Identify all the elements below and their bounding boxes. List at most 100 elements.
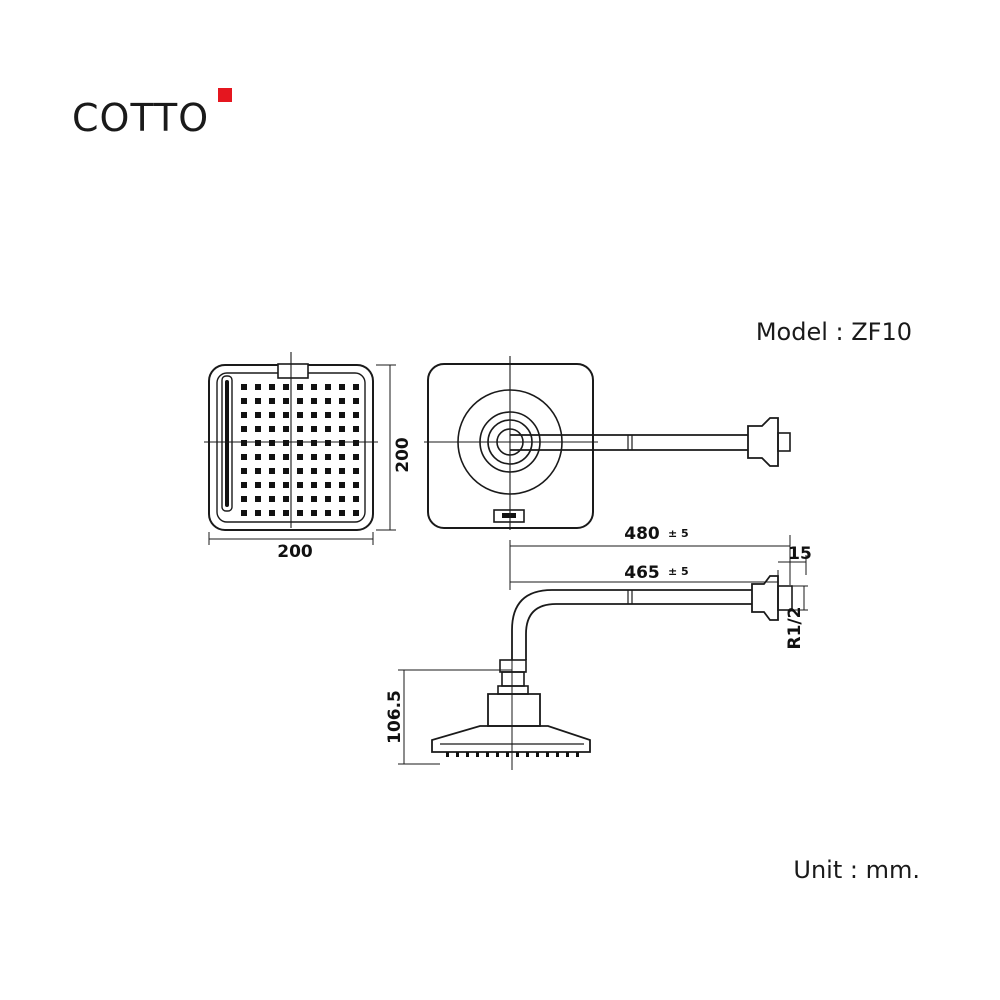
nozzle [283, 398, 289, 404]
nozzle [297, 426, 303, 432]
jet [576, 752, 579, 757]
nozzle [339, 496, 345, 502]
jet [456, 752, 459, 757]
cotto-logo: COTTO [72, 88, 232, 140]
side-jets [446, 752, 579, 757]
nozzle [339, 510, 345, 516]
nozzle [255, 412, 261, 418]
dimension-flange: 15 [778, 544, 812, 575]
nozzle [241, 482, 247, 488]
nozzle [339, 398, 345, 404]
jet [466, 752, 469, 757]
dimension-drop-height: 106.5 [385, 669, 512, 765]
jet [506, 752, 509, 757]
nozzle [241, 440, 247, 446]
nozzle [297, 496, 303, 502]
nozzle [269, 426, 275, 432]
nozzle [241, 510, 247, 516]
nozzle [297, 482, 303, 488]
nozzle [255, 398, 261, 404]
flange-label: 15 [788, 544, 812, 564]
nozzle [241, 384, 247, 390]
nozzle [283, 384, 289, 390]
nozzle [353, 468, 359, 474]
nozzle [255, 440, 261, 446]
nozzle [255, 496, 261, 502]
nozzle [353, 440, 359, 446]
nozzle [283, 412, 289, 418]
nozzle [339, 482, 345, 488]
nozzle [325, 510, 331, 516]
arm-length-label: 480 [624, 524, 660, 544]
nozzle [241, 468, 247, 474]
jet [546, 752, 549, 757]
arm-inner-length-tolerance: ± 5 [668, 565, 689, 578]
dimension-head-width: 200 [208, 532, 374, 562]
nozzle [325, 426, 331, 432]
nozzle [353, 412, 359, 418]
jet [526, 752, 529, 757]
dimension-arm-inner-length: 465 ± 5 [510, 563, 779, 586]
jet [496, 752, 499, 757]
nozzle [325, 440, 331, 446]
nozzle [325, 384, 331, 390]
nozzle [339, 412, 345, 418]
nozzle [269, 412, 275, 418]
drop-height-label: 106.5 [385, 690, 405, 744]
nozzle [241, 412, 247, 418]
nozzle [353, 426, 359, 432]
nozzle [241, 454, 247, 460]
nozzle [353, 454, 359, 460]
nozzle [283, 496, 289, 502]
nozzle [339, 426, 345, 432]
jet [486, 752, 489, 757]
nozzle [353, 398, 359, 404]
nozzle [283, 510, 289, 516]
brand-name: COTTO [72, 96, 210, 140]
nozzle [269, 384, 275, 390]
jet [476, 752, 479, 757]
nozzle [311, 468, 317, 474]
nozzle [325, 496, 331, 502]
nozzle [283, 440, 289, 446]
nozzle [339, 440, 345, 446]
nozzle [255, 510, 261, 516]
nozzle [325, 398, 331, 404]
unit-label: Unit : mm. [793, 856, 920, 884]
head-width-label: 200 [277, 542, 313, 562]
nozzle [283, 482, 289, 488]
nozzle [339, 384, 345, 390]
nozzle [283, 468, 289, 474]
shower-head-top-view [424, 356, 791, 530]
nozzle [269, 454, 275, 460]
nozzle [353, 384, 359, 390]
arm-length-tolerance: ± 5 [668, 527, 689, 540]
thread-label: R1/2 [785, 607, 805, 650]
nozzle [339, 454, 345, 460]
nozzle [311, 510, 317, 516]
nozzle [269, 468, 275, 474]
head-height-label: 200 [393, 437, 413, 473]
nozzle [283, 426, 289, 432]
jet [446, 752, 449, 757]
jet [556, 752, 559, 757]
nozzle [325, 412, 331, 418]
nozzle [269, 440, 275, 446]
nozzle-grid [241, 384, 359, 516]
nozzle [255, 468, 261, 474]
shower-side-view [431, 575, 793, 770]
nozzle [311, 412, 317, 418]
arm-inner-length-label: 465 [624, 563, 660, 583]
nozzle [241, 426, 247, 432]
nozzle [311, 454, 317, 460]
nozzle [269, 398, 275, 404]
nozzle [311, 384, 317, 390]
dimension-head-height: 200 [376, 364, 413, 531]
nozzle [297, 384, 303, 390]
nozzle [325, 468, 331, 474]
nozzle [297, 398, 303, 404]
nozzle [269, 496, 275, 502]
nozzle [311, 440, 317, 446]
nozzle [255, 454, 261, 460]
nozzle [353, 482, 359, 488]
